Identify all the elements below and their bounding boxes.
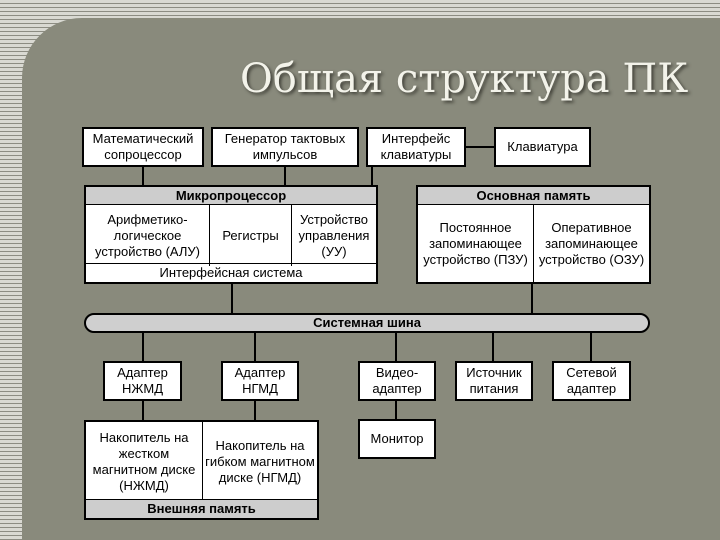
fdd-adapter-box: Адаптер НГМД [221, 361, 299, 401]
interface-system-label: Интерфейсная система [86, 263, 376, 282]
main-memory-block: Основная память Постоянное запоминающее … [416, 185, 651, 284]
network-adapter-box: Сетевой адаптер [552, 361, 631, 401]
ram-cell: Оперативное запоминающее устройство (ОЗУ… [538, 219, 645, 267]
external-memory-label: Внешняя память [86, 499, 317, 518]
system-bus: Системная шина [84, 313, 650, 333]
control-unit-cell: Устройство управления (УУ) [298, 211, 370, 259]
coprocessor-box: Математический сопроцессор [82, 127, 204, 167]
power-supply-box: Источник питания [455, 361, 533, 401]
microprocessor-block: Микропроцессор Арифметико-логическое уст… [84, 185, 378, 284]
slide-title: Общая структура ПК [240, 56, 689, 102]
video-adapter-box: Видео-адаптер [358, 361, 436, 401]
external-memory-block: Накопитель на жестком магнитном диске (Н… [84, 420, 319, 520]
fdd-drive-cell: Накопитель на гибком магнитном диске (НГ… [205, 437, 315, 485]
clock-generator-box: Генератор тактовых импульсов [211, 127, 359, 167]
keyboard-interface-box: Интерфейс клавиатуры [366, 127, 466, 167]
alu-cell: Арифметико-логическое устройство (АЛУ) [86, 205, 210, 266]
monitor-box: Монитор [358, 419, 436, 459]
keyboard-box: Клавиатура [494, 127, 591, 167]
registers-cell: Регистры [210, 205, 292, 266]
hdd-adapter-box: Адаптер НЖМД [103, 361, 182, 401]
hdd-drive-cell: Накопитель на жестком магнитном диске (Н… [86, 422, 203, 501]
main-memory-header: Основная память [418, 187, 649, 205]
rom-cell: Постоянное запоминающее устройство (ПЗУ) [418, 205, 534, 282]
microprocessor-header: Микропроцессор [86, 187, 376, 205]
